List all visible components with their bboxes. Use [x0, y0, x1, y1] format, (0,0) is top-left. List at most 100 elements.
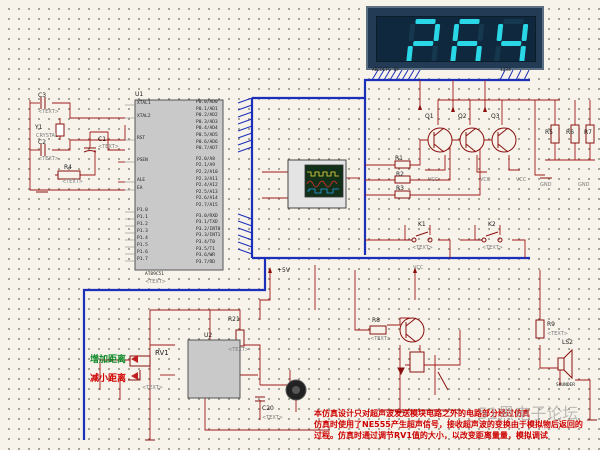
- segment-f: [452, 24, 460, 41]
- label-r5: R5: [545, 129, 553, 136]
- mcu-pin-p0-3-ad3: P0.3/AD3: [196, 119, 218, 125]
- mcu-pin-p1-3: P1.3: [137, 229, 148, 234]
- power-arrows: [268, 104, 487, 273]
- mcu-pin-p2-0-a8: P2.0/A8: [196, 156, 215, 162]
- label-r1: R1: [395, 155, 403, 162]
- digit-2: [450, 19, 485, 68]
- mcu-pin-p3-0-rxd: P3.0/RXD: [196, 213, 218, 219]
- mcu-part: AT89C51: [145, 272, 164, 277]
- text-c20: <TEXT>: [262, 415, 283, 421]
- label-c2: C2: [38, 139, 47, 146]
- mcu-pin-p0-1-ad1: P0.1/AD1: [196, 106, 218, 112]
- mcu-pin-p1-4: P1.4: [137, 236, 148, 241]
- watermark: 51黑电子论坛: [478, 404, 579, 423]
- label-r7: R7: [584, 129, 592, 136]
- segment-c: [475, 46, 482, 63]
- text-r8: <TEXT>: [370, 336, 391, 342]
- label-r4: R4: [64, 164, 72, 171]
- label-c20: C20: [262, 405, 274, 412]
- mcu-pin-xtal1: XTAL1: [137, 101, 151, 106]
- segment-b: [433, 24, 441, 41]
- annotation-line-3: 过程。仿真时通过调节RV1值的大小，以改变距离量量，模拟调试: [314, 431, 548, 440]
- mcu-text: <TEXT>: [145, 279, 166, 285]
- gnd-r7: GND: [578, 182, 590, 188]
- segment-e: [406, 46, 413, 63]
- text-k2: <TEXT>: [482, 245, 503, 251]
- segment-e: [494, 46, 501, 63]
- components: [36, 97, 597, 441]
- mcu-pin-p2-3-a11: P2.3/A11: [196, 176, 218, 182]
- mcu-pin-p1-5: P1.5: [137, 243, 148, 248]
- mcu-pin-p1-0: P1.0: [137, 208, 148, 213]
- label-k1: K1: [418, 221, 426, 228]
- text-k1: <TEXT>: [412, 245, 433, 251]
- vcc-q2: VCC: [480, 177, 491, 183]
- mcu-pin-p0-2-ad2: P0.2/AD2: [196, 113, 218, 119]
- increase-distance-button[interactable]: 增加距离: [90, 355, 127, 365]
- display-window: [376, 16, 536, 68]
- segment-f: [408, 24, 416, 41]
- label-crystal: CRYSTAL: [36, 133, 58, 139]
- vcc-ne555: VCC: [413, 265, 424, 271]
- segment-a: [503, 19, 524, 24]
- label-r21: R21: [228, 316, 240, 323]
- mcu-pin-p2-1-a9: P2.1/A9: [196, 163, 215, 169]
- label-q2: Q2: [458, 113, 467, 120]
- mcu-pin-p2-6-a14: P2.6/A14: [196, 196, 218, 202]
- mcu-pin-p0-7-ad7: P0.7/AD7: [196, 146, 218, 152]
- mcu-pin-p2-4-a12: P2.4/A12: [196, 183, 218, 189]
- segment-a: [415, 19, 436, 24]
- annotation-line-1: 本仿真设计只对超声波发送模块电路之外的电路部分经过仿真: [314, 409, 530, 418]
- segment-b: [477, 24, 485, 41]
- seven-segment-display: [366, 6, 544, 70]
- label-q3: Q3: [491, 113, 500, 120]
- oscilloscope-screen: [304, 164, 344, 198]
- bus-taps: [237, 69, 530, 258]
- label-u2: U2: [204, 332, 213, 339]
- mcu-pin-p0-5-ad5: P0.5/AD5: [196, 133, 218, 138]
- mcu-pin-p0-0-ad0: P0.0/AD0: [196, 100, 218, 105]
- label-ls2: LS2: [562, 339, 573, 346]
- text-c1: <TEXT>: [98, 144, 119, 150]
- decrease-arrow-icon[interactable]: [131, 372, 138, 380]
- segment-g: [501, 41, 522, 46]
- mcu-pin-ale: ALE: [137, 178, 146, 183]
- label-c3: C3: [38, 92, 47, 99]
- digit-1: [406, 19, 441, 68]
- decrease-distance-button[interactable]: 减小距离: [90, 374, 127, 384]
- label-r2: R2: [396, 171, 404, 178]
- mcu-pin-p3-7-rd: P3.7/RD: [196, 259, 215, 265]
- mcu-pin-p2-5-a13: P2.5/A13: [196, 189, 218, 195]
- segment-f: [496, 24, 504, 41]
- wires: [29, 80, 595, 440]
- trace-a: [307, 171, 339, 177]
- mcu-pin-rst: RST: [137, 136, 146, 141]
- mcu-pin-p3-5-t1: P3.5/T1: [196, 246, 215, 252]
- segment-c: [431, 46, 438, 63]
- mcu-body: [134, 99, 224, 271]
- trace-c: [307, 188, 339, 194]
- mcu-pin-p3-3-int1: P3.3/INT1: [196, 233, 221, 239]
- data-bus: [82, 78, 530, 440]
- segment-c: [519, 46, 526, 63]
- text-r4: <TEXT>: [62, 179, 83, 185]
- ne555-body: [187, 339, 241, 399]
- mcu-pin-p3-2-int0: P3.2/INT0: [196, 226, 221, 232]
- display-digit-pins-label: 1234: [500, 68, 511, 73]
- segment-g: [457, 41, 478, 46]
- mcu-pin-psen: PSEN: [137, 158, 148, 163]
- label-r6: R6: [566, 129, 574, 136]
- label-y1: Y1: [35, 124, 43, 131]
- digit-3: [494, 19, 529, 68]
- mcu-pin-p1-7: P1.7: [137, 257, 148, 262]
- segment-e: [450, 46, 457, 63]
- vcc-q3: VCC: [516, 177, 527, 183]
- vcc-q1: VCC: [428, 177, 439, 183]
- text-rv1: <TEXT>: [142, 385, 163, 391]
- label-rv1: RV1: [155, 349, 169, 357]
- label-c1: C1: [98, 136, 107, 143]
- label-q1: Q1: [425, 113, 434, 120]
- increase-arrow-icon[interactable]: [131, 355, 138, 363]
- segment-g: [413, 41, 434, 46]
